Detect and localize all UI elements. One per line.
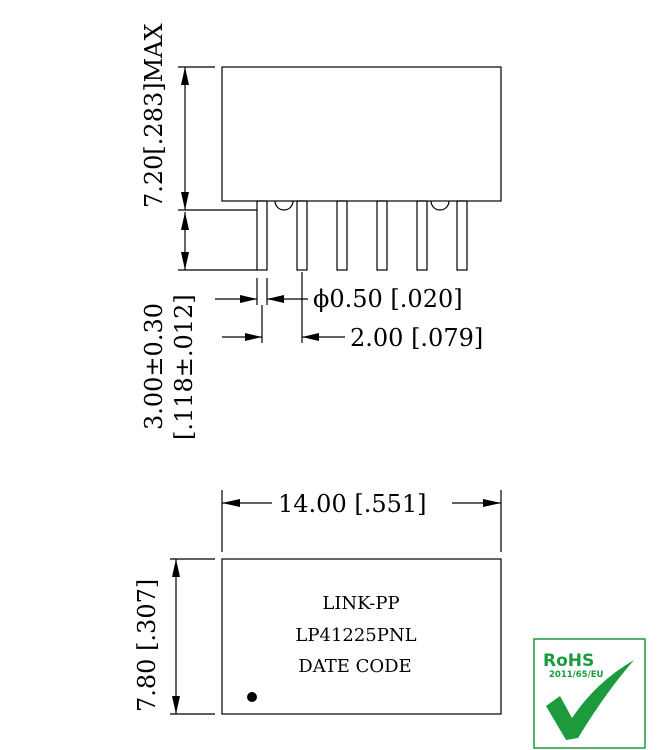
side-view: 7.20[.283]MAX 3.00±0.30 [.118±.012] ϕ0.5… bbox=[140, 23, 502, 440]
pin bbox=[416, 200, 428, 271]
pin-pitch-dimension: 2.00 [.079] bbox=[222, 272, 483, 352]
pin1-indicator bbox=[247, 692, 257, 702]
pin-diameter-label: ϕ0.50 [.020] bbox=[313, 285, 463, 313]
marking-line3: DATE CODE bbox=[298, 656, 411, 677]
marking-line1: LINK-PP bbox=[322, 593, 399, 614]
marking-line2: LP41225PNL bbox=[295, 625, 416, 646]
standoff-right bbox=[430, 200, 450, 211]
rohs-title: RoHS bbox=[543, 651, 594, 671]
width-dimension-top: 14.00 [.551] bbox=[221, 490, 502, 552]
pin-length-dimension: 3.00±0.30 [.118±.012] bbox=[140, 212, 257, 440]
standoff-left bbox=[274, 200, 294, 211]
top-height-dim-label: 7.80 [.307] bbox=[133, 579, 161, 712]
rohs-badge: RoHS 2011/65/EU bbox=[533, 638, 646, 749]
pin-length-dim-mm: 3.00±0.30 bbox=[140, 303, 168, 430]
top-view: 14.00 [.551] LINK-PP LP41225PNL DATE COD… bbox=[133, 490, 502, 715]
pin-pitch-label: 2.00 [.079] bbox=[350, 324, 483, 352]
checkmark-icon bbox=[546, 660, 634, 740]
pin bbox=[336, 200, 348, 271]
height-dimension-top: 7.80 [.307] bbox=[133, 558, 215, 715]
pin bbox=[376, 200, 388, 271]
width-dim-label: 14.00 [.551] bbox=[278, 490, 427, 518]
component-body-top bbox=[221, 558, 502, 715]
pin bbox=[256, 200, 268, 271]
rohs-subtitle: 2011/65/EU bbox=[549, 670, 604, 680]
pin-diameter-dimension: ϕ0.50 [.020] bbox=[215, 278, 463, 313]
pin bbox=[456, 200, 468, 271]
height-dimension-side: 7.20[.283]MAX bbox=[140, 23, 257, 211]
pin bbox=[296, 200, 308, 271]
pin-length-dim-in: [.118±.012] bbox=[170, 294, 198, 440]
component-body-side bbox=[221, 66, 502, 202]
height-dim-label: 7.20[.283]MAX bbox=[140, 23, 168, 208]
pins bbox=[256, 200, 468, 271]
